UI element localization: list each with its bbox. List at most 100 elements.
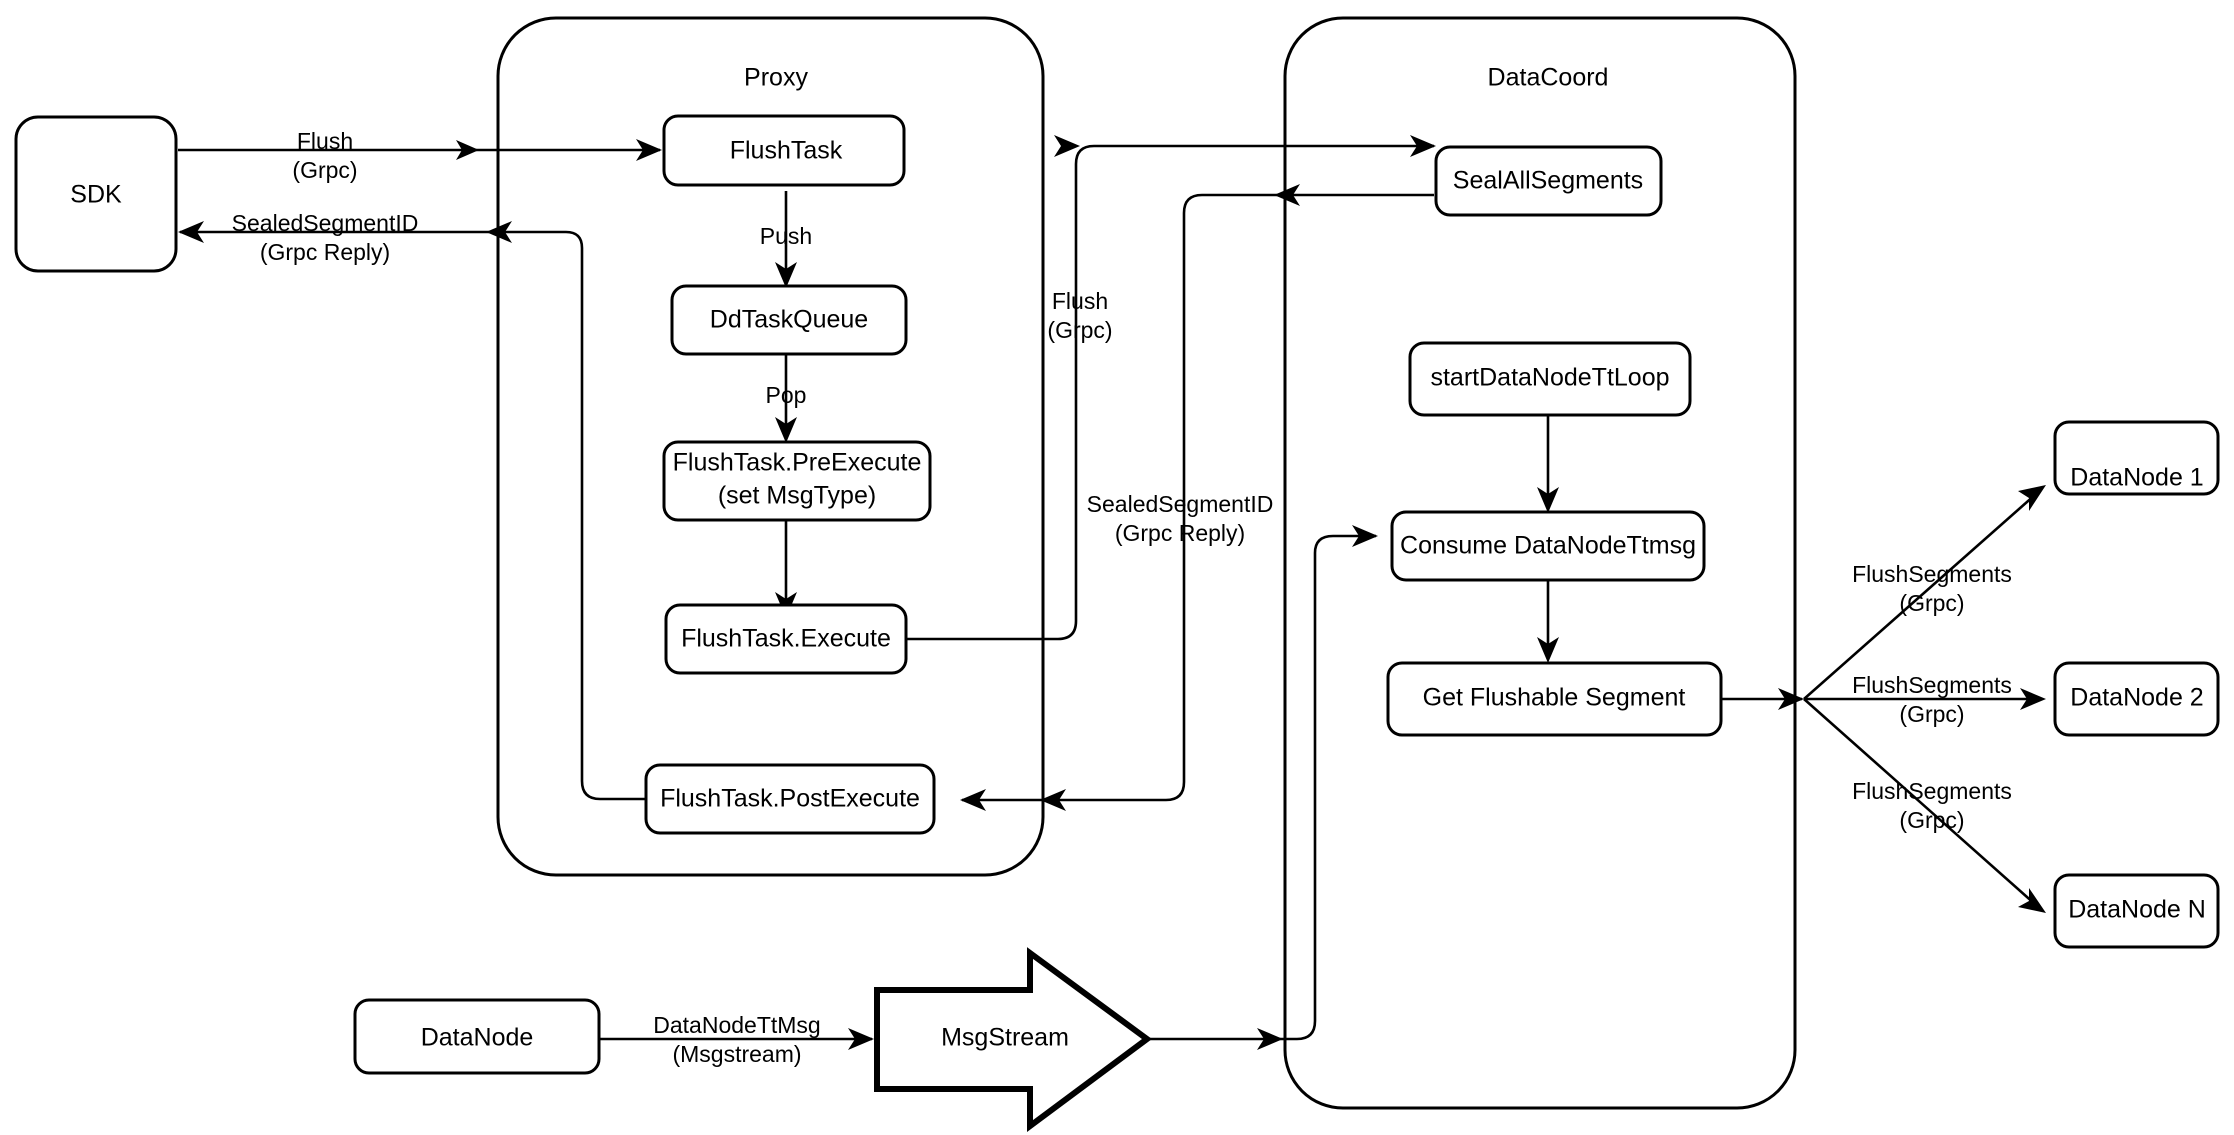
arrowhead-postexecute-in [960, 789, 986, 811]
ddtaskqueue-box[interactable] [670, 284, 908, 356]
edge-label-flushsegments-2-line2: (Grpc) [1899, 701, 1964, 727]
node-flushtask-postexecute[interactable]: FlushTask.PostExecute [644, 763, 936, 835]
node-sealallsegments[interactable]: SealAllSegments [1434, 145, 1663, 217]
node-datanode-bottom[interactable]: DataNode [353, 998, 601, 1075]
flushtask-postexecute-label: FlushTask.PostExecute [660, 785, 920, 813]
proxy-container-title: Proxy [744, 64, 808, 92]
edge-junction-to-datanode2: FlushSegments (Grpc) [1804, 672, 2046, 727]
arrowhead-consume-in-left [1352, 525, 1378, 547]
datanode-2-box[interactable] [2053, 661, 2220, 737]
edge-getflushable-to-junction [1721, 688, 1804, 710]
sdk-label: SDK [70, 181, 122, 209]
node-ddtaskqueue[interactable]: DdTaskQueue [670, 284, 908, 356]
edge-label-pop: Pop [766, 382, 807, 408]
edge-label-flush-grpc-line1: Flush [297, 128, 353, 154]
arrowhead-coord-boundary-bottom [1257, 1028, 1283, 1050]
edge-junction-to-datanode1: FlushSegments (Grpc) [1803, 485, 2046, 700]
flushtask-postexecute-box[interactable] [644, 763, 936, 835]
arrowhead-sdk-in [178, 221, 204, 243]
flushtask-execute-label: FlushTask.Execute [681, 625, 891, 653]
edge-label-flushsegments-1-line2: (Grpc) [1899, 590, 1964, 616]
get-flushable-segment-label: Get Flushable Segment [1423, 684, 1686, 712]
arrowhead-postexecute-in-right [1040, 789, 1066, 811]
arrowhead-getflushable-in [1537, 637, 1559, 663]
edge-consume-to-getflushable [1537, 580, 1559, 663]
get-flushable-segment-box[interactable] [1386, 661, 1723, 737]
arrowhead-ddtaskqueue-in [775, 262, 797, 288]
edge-label-coord-reply-line1: SealedSegmentID [1087, 491, 1274, 517]
edge-label-flushsegments-n-line1: FlushSegments [1852, 778, 2012, 804]
arrowhead-proxy-boundary-in [456, 140, 479, 160]
ddtaskqueue-label: DdTaskQueue [710, 306, 868, 334]
flushtask-preexecute-label-line1: FlushTask.PreExecute [673, 449, 922, 477]
proxy-container-box [496, 16, 1045, 877]
flushtask-preexecute-label-line2: (set MsgType) [718, 482, 876, 510]
node-flushtask-execute[interactable]: FlushTask.Execute [664, 603, 908, 675]
datanode-bottom-box[interactable] [353, 998, 601, 1075]
node-datanode-2[interactable]: DataNode 2 [2053, 661, 2220, 737]
edge-msgstream-to-consume [1146, 525, 1378, 1050]
edge-sdk-to-proxy: Flush (Grpc) [178, 128, 662, 183]
edge-label-flushsegments-1-line1: FlushSegments [1852, 561, 2012, 587]
edge-execute-to-sealallsegments: Flush (Grpc) [906, 135, 1436, 641]
node-msgstream[interactable]: MsgStream [874, 947, 1153, 1132]
consume-datanodettmsg-box[interactable] [1390, 510, 1706, 582]
datanode-2-label: DataNode 2 [2070, 684, 2203, 712]
node-flushtask-preexecute[interactable]: FlushTask.PreExecute (set MsgType) [662, 440, 932, 522]
arrowhead-flushtask-in [636, 139, 662, 161]
edge-preexecute-to-execute [775, 518, 797, 618]
sdk-box[interactable] [14, 115, 178, 273]
arrowhead-sdk-reply-mid [486, 221, 512, 243]
edge-datanode-to-msgstream: DataNodeTtMsg (Msgstream) [600, 1012, 874, 1067]
edge-label-flushsegments-n-line2: (Grpc) [1899, 807, 1964, 833]
arrowhead-preexecute-in [775, 417, 797, 443]
flushtask-execute-box[interactable] [664, 603, 908, 675]
edge-label-coord-reply-line2: (Grpc Reply) [1115, 520, 1245, 546]
edge-label-flush-grpc-line2: (Grpc) [292, 157, 357, 183]
flushtask-label: FlushTask [730, 137, 843, 165]
node-datanode-1[interactable]: DataNode 1 [2053, 420, 2220, 496]
node-consume-datanodettmsg[interactable]: Consume DataNodeTtmsg [1390, 510, 1706, 582]
datanode-1-box[interactable] [2053, 420, 2220, 496]
flushtask-preexecute-box[interactable] [662, 440, 932, 522]
arrowhead-datanoden-in [2018, 888, 2046, 913]
edge-label-datanodettmsg-line1: DataNodeTtMsg [653, 1012, 820, 1038]
edge-junction-to-datanoden: FlushSegments (Grpc) [1803, 698, 2046, 913]
edge-sealallsegments-to-postexecute: SealedSegmentID (Grpc Reply) [960, 184, 1434, 811]
msgstream-arrow-shape[interactable] [874, 947, 1153, 1132]
container-datacoord: DataCoord [1283, 16, 1797, 1110]
arrowhead-datanode2-in [2020, 688, 2046, 710]
sealallsegments-box[interactable] [1434, 145, 1663, 217]
node-sdk[interactable]: SDK [14, 115, 178, 273]
node-get-flushable-segment[interactable]: Get Flushable Segment [1386, 661, 1723, 737]
edge-label-flushsegments-2-line1: FlushSegments [1852, 672, 2012, 698]
node-datanode-n[interactable]: DataNode N [2053, 873, 2220, 949]
startdatanodettloop-box[interactable] [1408, 341, 1692, 417]
datanode-n-box[interactable] [2053, 873, 2220, 949]
datanode-1-label: DataNode 1 [2070, 464, 2203, 492]
edge-label-sealedsegmentid-line1: SealedSegmentID [232, 210, 419, 236]
startdatanodettloop-label: startDataNodeTtLoop [1430, 364, 1669, 392]
node-startdatanodettloop[interactable]: startDataNodeTtLoop [1408, 341, 1692, 417]
arrowhead-msgstream-in [848, 1028, 874, 1050]
node-flushtask[interactable]: FlushTask [662, 114, 906, 187]
datanode-bottom-label: DataNode [421, 1024, 534, 1052]
datacoord-container-title: DataCoord [1488, 64, 1609, 92]
edge-push: Push [760, 191, 812, 288]
edge-label-push: Push [760, 223, 812, 249]
edge-label-flush-coord-line1: Flush [1052, 288, 1108, 314]
msgstream-label: MsgStream [941, 1024, 1069, 1052]
edge-pop: Pop [766, 353, 807, 443]
consume-datanodettmsg-label: Consume DataNodeTtmsg [1400, 532, 1696, 560]
arrowhead-consume-in-top [1537, 487, 1559, 513]
datacoord-container-box [1283, 16, 1797, 1110]
flushtask-box[interactable] [662, 114, 906, 187]
container-proxy: Proxy [496, 16, 1045, 877]
arrowhead-datanode-junction [1778, 688, 1804, 710]
arrowhead-datanode1-in [2018, 485, 2046, 511]
arrowhead-sealallsegments-in [1410, 135, 1436, 157]
edge-proxy-to-sdk: SealedSegmentID (Grpc Reply) [178, 210, 646, 801]
edge-label-flush-coord-line2: (Grpc) [1047, 317, 1112, 343]
